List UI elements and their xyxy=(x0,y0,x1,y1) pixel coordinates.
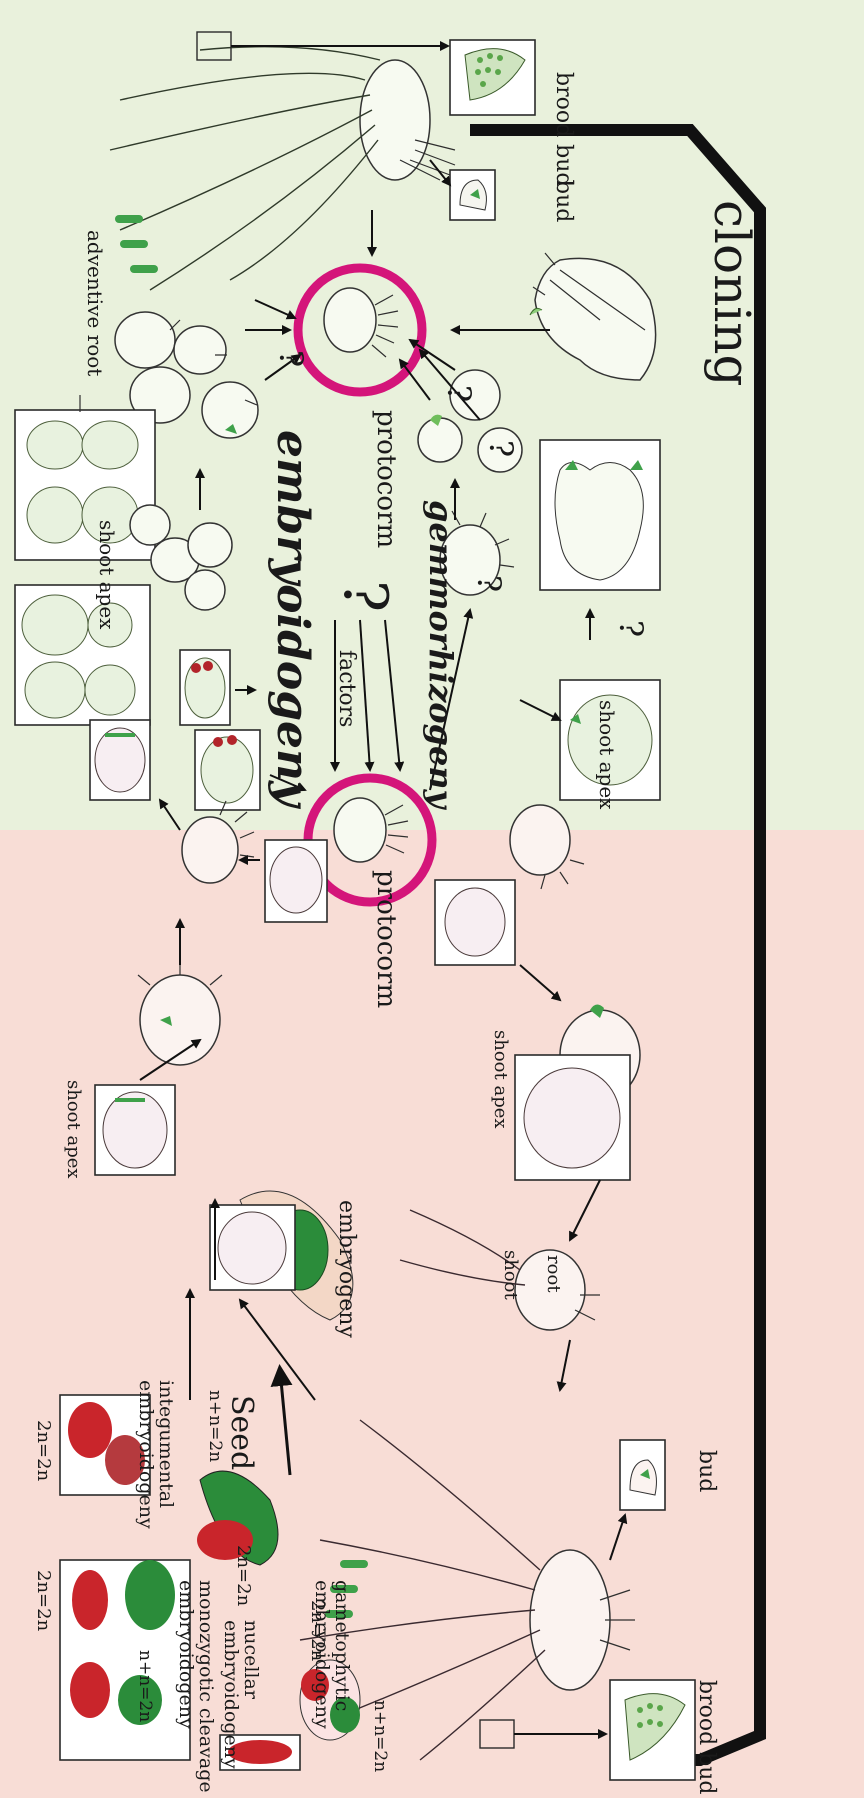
label-2n-c: 2n=2n xyxy=(233,1545,254,1607)
label-brood-bud-bottom: brood bud xyxy=(694,1680,719,1795)
monozygotic-line-1: monozygotic cleavage xyxy=(195,1580,217,1793)
two-n-b-text: 2n=2n xyxy=(33,1570,54,1632)
question-1-text: ? xyxy=(272,350,310,367)
two-n-a-text: 2n=2n xyxy=(33,1420,54,1482)
label-integumental: integumentalembryoidogeny xyxy=(135,1380,177,1529)
label-seed: Seed xyxy=(224,1395,259,1470)
question-2-text: ? xyxy=(440,385,478,402)
label-question-2: ? xyxy=(440,385,478,402)
n-plus-n-b-text: n+n=2n xyxy=(205,1390,225,1462)
label-factors: factors xyxy=(334,650,359,727)
question-5-text: ? xyxy=(482,440,520,457)
label-2n-a: 2n=2n xyxy=(33,1420,54,1482)
nucellar-line-1: nucellar xyxy=(240,1620,262,1700)
monozygotic-line-2: embryoidogeny xyxy=(175,1580,197,1729)
label-n-plus-n-a: n+n=2n xyxy=(135,1650,155,1722)
label-embryoidogeny: embryoidogeny xyxy=(267,430,318,810)
cloning-text: cloning xyxy=(703,200,761,387)
factors-text: factors xyxy=(334,650,359,727)
shoot-apex-4-text: shoot apex xyxy=(490,1030,511,1129)
label-cloning: cloning xyxy=(703,200,761,387)
label-n-plus-n-c: n+n=2n xyxy=(370,1700,390,1772)
two-n-c-text: 2n=2n xyxy=(233,1545,254,1607)
embryoidogeny-text: embryoidogeny xyxy=(267,430,318,810)
seed-text: Seed xyxy=(224,1395,259,1470)
integumental-line-2: embryoidogeny xyxy=(135,1380,157,1529)
gametophytic-line-1: gametophytic xyxy=(331,1580,353,1711)
label-adventive-root: adventive root xyxy=(83,230,107,376)
label-n-plus-n-b: n+n=2n xyxy=(205,1390,225,1462)
integumental-text: integumentalembryoidogeny xyxy=(135,1380,177,1529)
bud-bottom-text: bud xyxy=(694,1450,719,1492)
label-root: root xyxy=(543,1255,564,1293)
adventive-root-text: adventive root xyxy=(83,230,107,376)
bud-top-text: bud xyxy=(551,180,576,222)
shoot-apex-2-text: shoot apex xyxy=(595,700,619,810)
label-shoot-apex-3: shoot apex xyxy=(63,1080,84,1179)
label-brood-bud-top: brood bud xyxy=(551,72,576,187)
shoot-apex-1-text: shoot apex xyxy=(95,520,119,630)
label-bud-top: bud xyxy=(551,180,576,222)
label-shoot-apex-2: shoot apex xyxy=(595,700,619,810)
shoot-text: shoot xyxy=(500,1250,521,1301)
label-protocorm-right: protocorm xyxy=(371,410,401,548)
gemmorhizogeny-text: gemmorhizogeny xyxy=(422,500,460,811)
brood-bud-top-text: brood bud xyxy=(551,72,576,187)
embryogeny-text: embryogeny xyxy=(334,1200,359,1338)
label-2n-b: 2n=2n xyxy=(33,1570,54,1632)
protocorm-left-text: protocorm xyxy=(371,870,401,1008)
integumental-line-1: integumental xyxy=(155,1380,177,1508)
n-plus-n-c-text: n+n=2n xyxy=(370,1700,390,1772)
label-question-3: ? xyxy=(470,575,508,592)
n-plus-n-a-text: n+n=2n xyxy=(135,1650,155,1722)
label-shoot-apex-1: shoot apex xyxy=(95,520,119,630)
label-question-4: ? xyxy=(612,620,650,637)
label-question-5: ? xyxy=(482,440,520,457)
question-3-text: ? xyxy=(470,575,508,592)
shoot-apex-3-text: shoot apex xyxy=(63,1080,84,1179)
nucellar-line-2: embryoidogeny xyxy=(220,1620,242,1769)
label-question-big: ? xyxy=(330,580,400,612)
gametophytic-text: gametophyticembryoidogeny xyxy=(311,1580,353,1729)
label-bud-bottom: bud xyxy=(694,1450,719,1492)
label-embryogeny: embryogeny xyxy=(334,1200,359,1338)
question-4-text: ? xyxy=(612,620,650,637)
label-gametophytic: gametophyticembryoidogeny xyxy=(311,1580,353,1729)
root-text: root xyxy=(543,1255,564,1293)
label-question-1: ? xyxy=(272,350,310,367)
question-big-text: ? xyxy=(330,580,400,612)
label-shoot-apex-4: shoot apex xyxy=(490,1030,511,1129)
gametophytic-line-2: embryoidogeny xyxy=(311,1580,333,1729)
label-shoot: shoot xyxy=(500,1250,521,1301)
brood-bud-bottom-text: brood bud xyxy=(694,1680,719,1795)
label-gemmorhizogeny: gemmorhizogeny xyxy=(422,500,460,811)
label-protocorm-left: protocorm xyxy=(371,870,401,1008)
protocorm-right-text: protocorm xyxy=(371,410,401,548)
